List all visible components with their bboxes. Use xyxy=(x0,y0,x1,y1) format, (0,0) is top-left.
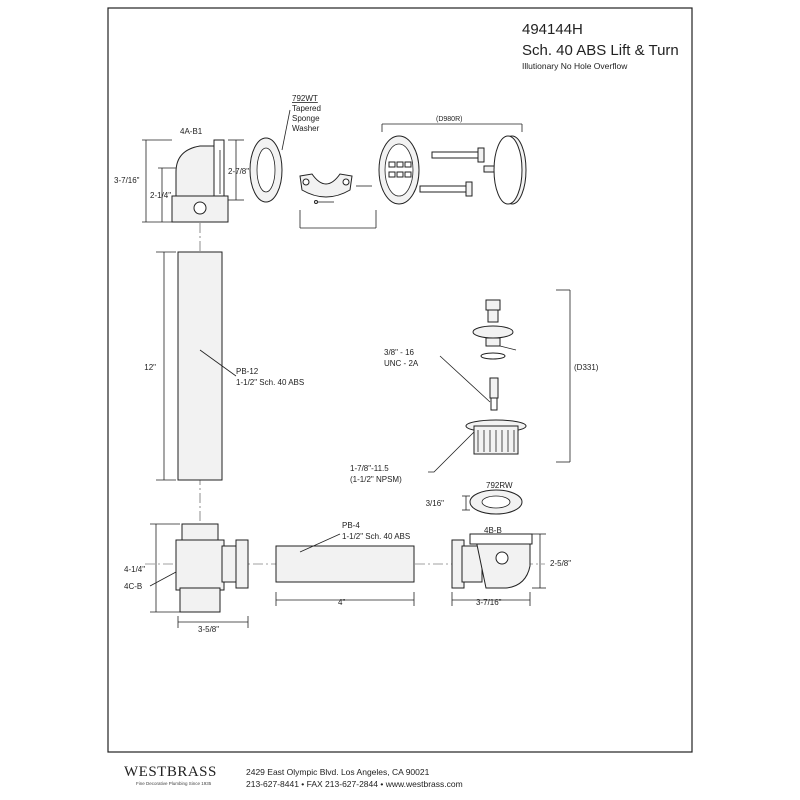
short-tube-description: 1-1/2" Sch. 40 ABS xyxy=(342,532,410,541)
overflow-cover xyxy=(493,135,527,205)
overflow-faceplate xyxy=(378,135,420,205)
shoe-code: 4B-B xyxy=(484,526,502,535)
overflow-bracket xyxy=(299,173,377,229)
tee-width: 3-5/8" xyxy=(198,625,219,634)
tube-pb-4 xyxy=(275,533,415,606)
thread-spec-d: (1-1/2" NPSM) xyxy=(350,475,402,484)
thread-spec-a: 3/8" - 16 xyxy=(384,348,415,357)
tapered-sponge-washer xyxy=(249,109,291,203)
thread-spec-c: 1-7/8"-11.5 xyxy=(350,464,389,473)
elbow-height-lower: 2-1/4" xyxy=(150,191,171,200)
elbow-4a-b1 xyxy=(171,139,229,223)
tube-length: 12" xyxy=(144,363,156,372)
washer-code: 792WT xyxy=(292,94,318,103)
model-number: 494144H xyxy=(522,21,583,38)
brand-tagline: Fine Decorative Plumbing Since 1935 xyxy=(136,781,212,786)
overflow-kit-code: (D980R) xyxy=(436,116,462,123)
tube-code: PB-12 xyxy=(236,367,259,376)
shoe-width: 3-7/16" xyxy=(476,598,502,607)
thread-leader-c xyxy=(428,431,475,473)
long-screws xyxy=(419,147,497,197)
tube-pb-12 xyxy=(156,251,237,481)
drain-kit-code: (D331) xyxy=(574,363,599,372)
shoe-height: 2-5/8" xyxy=(550,559,571,568)
overflow-kit-bracket xyxy=(381,123,523,132)
washer-label-2: Sponge xyxy=(292,114,320,123)
elbow-dimensions xyxy=(142,139,244,223)
tee-code: 4C-B xyxy=(124,582,142,591)
gasket-code: 792RW xyxy=(486,481,513,490)
tee-4c-b xyxy=(149,523,249,628)
drain-kit-bracket xyxy=(556,289,571,463)
page-border xyxy=(107,7,693,753)
short-tube-length: 4" xyxy=(338,598,345,607)
rubber-gasket xyxy=(462,489,523,515)
thread-spec-b: UNC - 2A xyxy=(384,359,419,368)
thread-leader-a xyxy=(439,355,491,403)
stopper-assembly xyxy=(472,299,517,411)
company-contact: 213-627-8441 • FAX 213-627-2844 • www.we… xyxy=(246,779,463,789)
gasket-thickness: 3/16" xyxy=(426,499,445,508)
drain-body xyxy=(465,419,527,455)
brand-logo: WESTBRASS xyxy=(124,764,217,780)
washer-height: 2-7/8" xyxy=(228,167,249,176)
product-title: Sch. 40 ABS Lift & Turn xyxy=(522,42,679,59)
short-tube-code: PB-4 xyxy=(342,521,360,530)
washer-label-3: Washer xyxy=(292,124,320,133)
elbow-height-total: 3-7/16" xyxy=(114,176,140,185)
shoe-4b-b xyxy=(451,533,546,606)
company-address: 2429 East Olympic Blvd. Los Angeles, CA … xyxy=(246,767,430,777)
washer-label-1: Tapered xyxy=(292,104,321,113)
product-subtitle: Illutionary No Hole Overflow xyxy=(522,61,628,71)
tube-description: 1-1/2" Sch. 40 ABS xyxy=(236,378,304,387)
elbow-label: 4A-B1 xyxy=(180,127,203,136)
tee-height: 4-1/4" xyxy=(124,565,145,574)
